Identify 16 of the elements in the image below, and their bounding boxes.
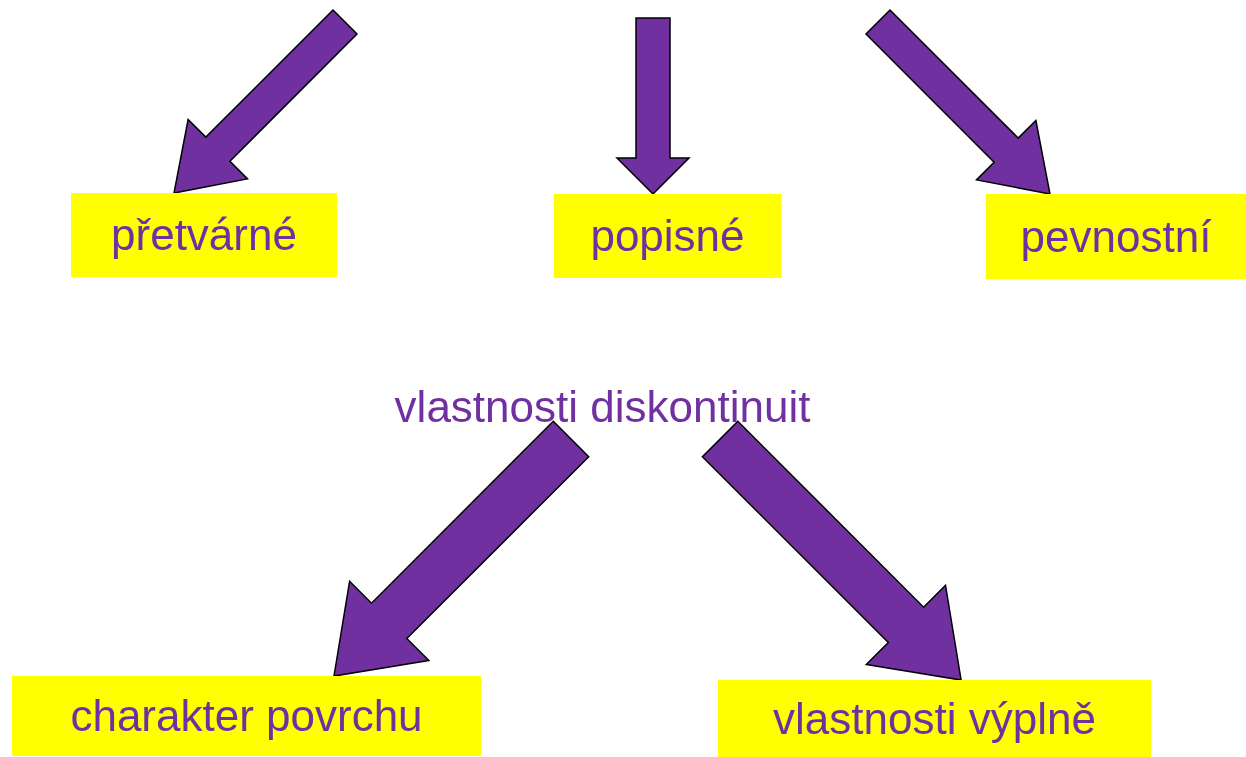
block-arrow xyxy=(864,8,1051,195)
node-label: vlastnosti diskontinuit xyxy=(394,382,811,432)
block-arrow xyxy=(701,420,962,681)
highlighted-label-box xyxy=(718,680,1151,757)
block-arrow xyxy=(333,420,590,677)
node-label: přetvárné xyxy=(111,210,297,260)
highlighted-label-box xyxy=(554,194,781,278)
block-arrow xyxy=(615,17,691,196)
node-label: pevnostní xyxy=(1020,211,1212,262)
block-arrow xyxy=(173,8,359,194)
highlighted-label-box xyxy=(986,194,1246,279)
highlighted-label-box xyxy=(71,193,337,277)
highlighted-label-box xyxy=(12,676,481,756)
node-label: charakter povrchu xyxy=(70,691,423,741)
node-label: popisné xyxy=(590,211,745,261)
node-label: vlastnosti výplně xyxy=(773,693,1096,744)
